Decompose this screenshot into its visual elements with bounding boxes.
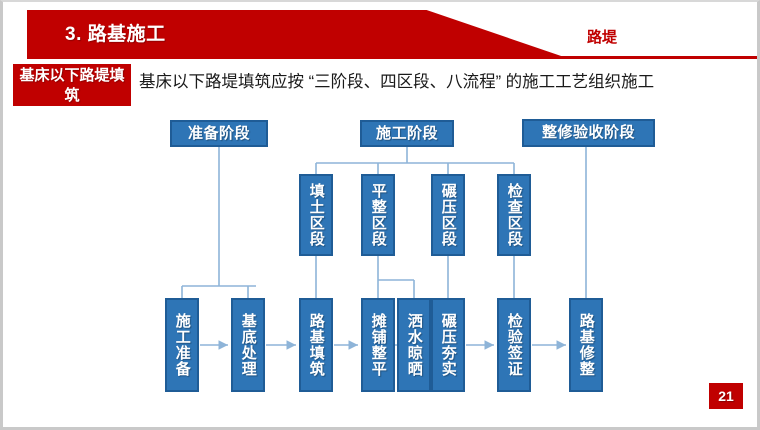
section-node-leveling[interactable]: 平整区段 (361, 174, 395, 256)
process-node-subgrade-treatment[interactable]: 基底处理 (231, 298, 265, 392)
stage-node-preparation[interactable]: 准备阶段 (170, 120, 268, 147)
process-node-inspection-signoff[interactable]: 检验签证 (497, 298, 531, 392)
section-tag-badge: 基床以下路堤填筑 (13, 64, 131, 106)
section-node-compaction[interactable]: 碾压区段 (431, 174, 465, 256)
section-node-fill[interactable]: 填土区段 (299, 174, 333, 256)
header-band: 3. 路基施工 路堤 (3, 10, 757, 58)
header-divider-rule (27, 56, 757, 59)
lead-paragraph: 基床以下路堤填筑应按 “三阶段、四区段、八流程” 的施工工艺组织施工 (139, 73, 655, 91)
flowchart: 准备阶段 施工阶段 整修验收阶段 填土区段 平整区段 碾压区段 检查区段 施工准… (3, 2, 757, 427)
flowchart-connectors (181, 147, 587, 350)
header-subtitle: 路堤 (586, 29, 617, 46)
process-node-construction-preparation[interactable]: 施工准备 (165, 298, 199, 392)
process-node-watering-drying[interactable]: 洒水晾晒 (397, 298, 431, 392)
process-node-rolling-tamping[interactable]: 碾压夯实 (431, 298, 465, 392)
stage-node-acceptance[interactable]: 整修验收阶段 (522, 119, 655, 147)
page-title: 3. 路基施工 (65, 24, 166, 45)
process-node-subgrade-filling[interactable]: 路基填筑 (299, 298, 333, 392)
section-node-inspection[interactable]: 检查区段 (497, 174, 531, 256)
page-number-badge: 21 (709, 383, 743, 409)
process-node-spreading-leveling[interactable]: 摊铺整平 (361, 298, 395, 392)
stage-node-construction[interactable]: 施工阶段 (360, 120, 454, 147)
process-node-subgrade-trimming[interactable]: 路基修整 (569, 298, 603, 392)
